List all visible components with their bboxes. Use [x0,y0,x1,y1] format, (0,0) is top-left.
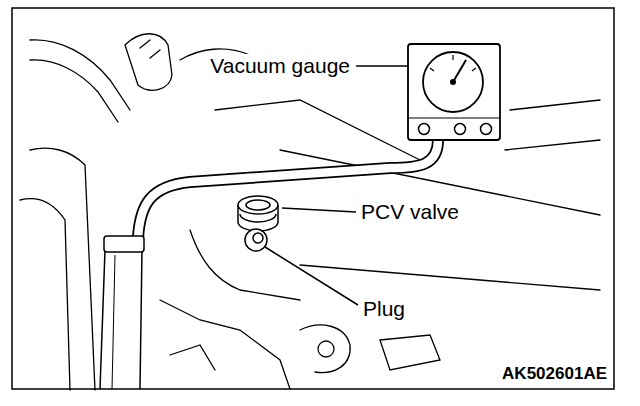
part-label: Plug [361,297,407,321]
part-label: PCV valve [359,200,461,224]
bracket [380,335,440,370]
gauge-dial [423,52,483,112]
gauge-box [408,44,500,140]
pcv-hose [112,255,115,389]
engine-line [30,60,118,122]
gauge-tick [430,55,476,71]
engine-line [20,199,70,390]
engine-line [160,300,290,389]
leader-lines [265,66,408,305]
engine-line [30,148,95,390]
leader-line [356,65,408,67]
engine-line [510,100,600,110]
engine-line [30,40,130,110]
engine-sketch [20,34,600,390]
gauge-needle [453,60,466,82]
valve-cover-line [300,265,600,290]
leader-line [265,247,358,305]
plug-cap [253,233,263,243]
figure-code: AK502601AE [500,364,609,384]
engine-line [170,345,215,370]
valve-top [238,196,278,214]
gauge-port [419,124,430,135]
hose-fitting [125,34,172,90]
pcv-hose [100,250,142,389]
gauge-port [481,124,492,135]
plug-body [245,229,267,251]
gauge-hub [450,79,456,85]
leader-line [282,208,356,212]
valve-cover-line [190,230,300,300]
engine-line [505,140,600,150]
vacuum-gauge [408,44,500,140]
valve-ridge [240,214,276,222]
bracket [300,325,350,373]
hose-collar [104,236,144,252]
gauge-port [455,124,466,135]
bolt [318,341,334,357]
plug [245,229,267,251]
part-label: Vacuum gauge [208,54,352,78]
frame [12,8,614,389]
pcv-valve [238,196,278,231]
gauge-base [408,117,500,118]
valve-port [246,200,270,210]
engine-line [140,40,160,58]
engine-line [215,100,420,160]
